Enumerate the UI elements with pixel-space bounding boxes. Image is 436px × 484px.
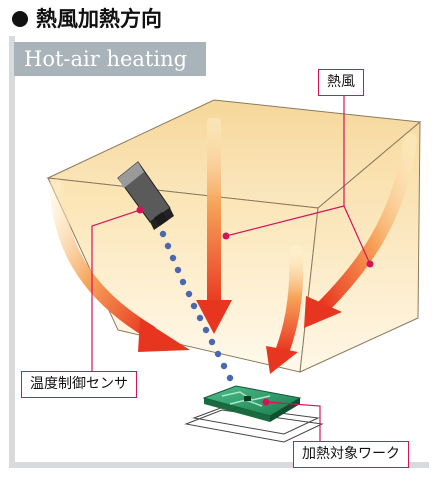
callout-leaders (91, 96, 371, 441)
arrow-head-front (266, 346, 298, 374)
arrow-head-center (196, 300, 232, 334)
workpiece (184, 385, 324, 443)
arrow-head-left (138, 318, 190, 352)
label-hot-air: 熱風 (318, 69, 364, 96)
title-english: Hot-air heating (14, 42, 206, 76)
title-japanese: 熱風加熱方向 (12, 2, 162, 36)
label-temperature-sensor: 温度制御センサ (21, 371, 137, 398)
temperature-sensor (117, 161, 174, 230)
bottom-border-bar (9, 462, 429, 468)
label-workpiece: 加熱対象ワーク (293, 441, 409, 468)
callout-dots (136, 206, 374, 406)
hot-air-arrows (49, 118, 417, 374)
left-border-bar (9, 36, 15, 466)
arrow-head-right (304, 296, 342, 328)
bullet-icon (12, 11, 28, 27)
title-japanese-text: 熱風加熱方向 (36, 7, 162, 31)
heating-chamber (46, 99, 422, 373)
